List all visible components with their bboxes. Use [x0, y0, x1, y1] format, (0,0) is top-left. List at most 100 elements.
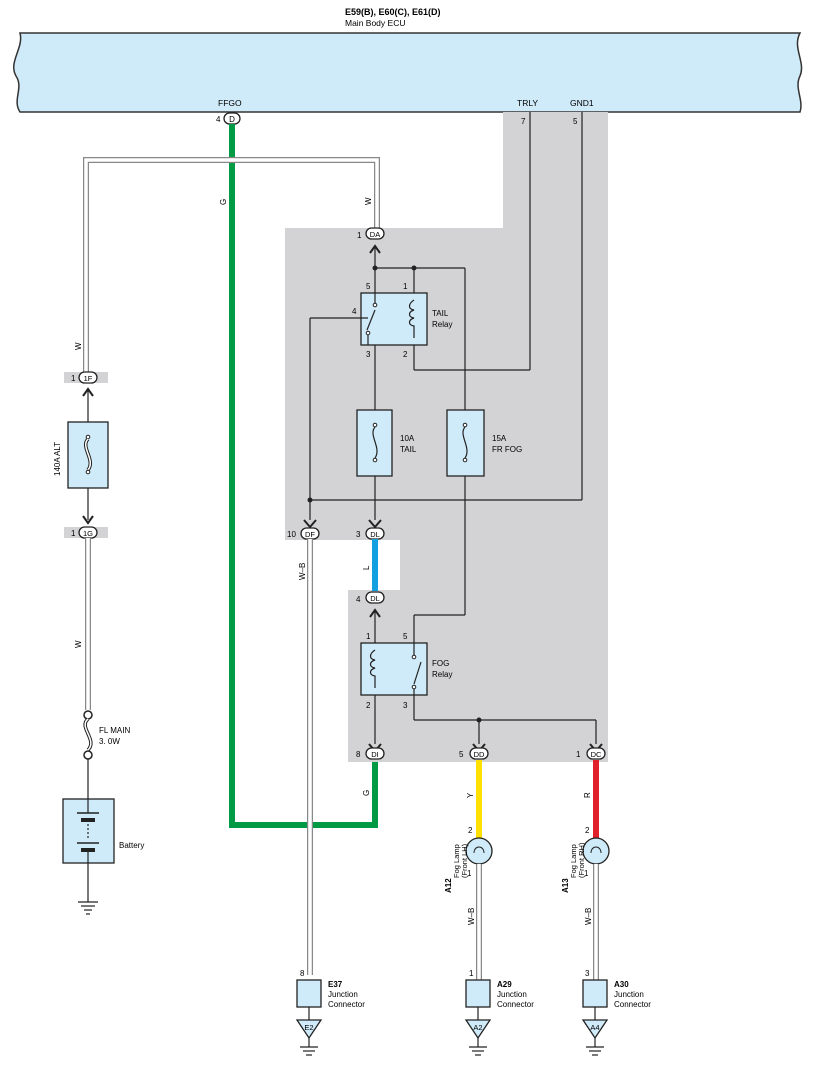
conn-dc-badge [586, 747, 606, 760]
tail-relay-pin2: 2 [403, 350, 408, 359]
svg-text:A29: A29 [497, 980, 512, 989]
conn-dd-badge [469, 747, 489, 760]
fog-relay-pin1: 1 [366, 632, 371, 641]
battery-label: Battery [119, 841, 144, 850]
fog-switch-arm [413, 661, 422, 685]
conn-df-id: DF [305, 530, 315, 539]
fog-lamp-rh-line2: (Front RH) [577, 842, 586, 878]
ecu-subtitle: Main Body ECU [345, 18, 405, 28]
svg-text:Junction: Junction [328, 990, 358, 999]
conn-df-num: 10 [287, 530, 296, 539]
tail-switch-contact [372, 302, 378, 308]
wire-label-y: Y [466, 792, 475, 798]
ecu-body [13, 32, 803, 113]
wire-label-w-b-df: W–B [298, 563, 307, 580]
svg-text:3: 3 [585, 969, 590, 978]
conn-da-num: 1 [357, 231, 362, 240]
conn-1g-num: 1 [71, 529, 76, 538]
conn-dd-id: DD [474, 750, 485, 759]
fuse-frfog-amp: 15A [492, 434, 507, 443]
tail-relay-label2: Relay [432, 320, 452, 329]
junction-a29: 1 A29 Junction Connector A2 [464, 969, 534, 1056]
conn-1f-id: 1F [84, 374, 93, 383]
wire-w-top [84, 158, 379, 372]
svg-text:Junction: Junction [614, 990, 644, 999]
tail-relay-pin5: 5 [366, 282, 371, 291]
fog-relay [360, 642, 428, 696]
svg-text:E2: E2 [304, 1023, 313, 1032]
gnd1-pin-num: 5 [573, 117, 578, 126]
fog-relay-pin3: 3 [403, 701, 408, 710]
conn-da-id: DA [370, 230, 380, 239]
fuse-tail [356, 409, 393, 477]
wire-green-ffgo [229, 124, 378, 828]
fog-lamp-rh-pin-bottom: 1 [584, 869, 589, 878]
svg-text:E37: E37 [328, 980, 343, 989]
fl-main-contact [83, 710, 93, 720]
ecu-pin-trly: TRLY [517, 98, 538, 108]
svg-text:Connector: Connector [497, 1000, 534, 1009]
svg-text:A2: A2 [473, 1023, 482, 1032]
fog-lamp-rh-id: A13 [561, 878, 570, 893]
junction-e37: 8 E37 Junction Connector E2 [295, 969, 365, 1056]
conn-dl-bottom-id: DL [370, 594, 380, 603]
svg-text:Junction: Junction [497, 990, 527, 999]
fog-lamp-lh-id: A12 [444, 878, 453, 893]
wire-label-w-top: W [364, 197, 373, 205]
conn-dl-bottom-badge [365, 591, 385, 604]
conn-1f-badge [78, 371, 98, 384]
conn-dl-top-id: DL [370, 530, 380, 539]
fog-lamp-lh-line1: Fog Lamp [452, 844, 461, 878]
fog-lamp-rh-line1: Fog Lamp [569, 844, 578, 878]
conn-dc-num: 1 [576, 750, 581, 759]
ground-symbol-a4 [581, 1019, 609, 1040]
conn-di-badge [365, 747, 385, 760]
wire-label-w-b-a13: W–B [584, 908, 593, 925]
conn-1g-id: 1G [83, 529, 93, 538]
svg-text:Connector: Connector [328, 1000, 365, 1009]
fog-relay-coil [369, 649, 376, 688]
conn-dl-top-num: 3 [356, 530, 361, 539]
junction-a30: 3 A30 Junction Connector A4 [581, 969, 651, 1056]
ecu-pin-gnd1: GND1 [570, 98, 594, 108]
conn-dc-id: DC [591, 750, 602, 759]
fog-relay-pin5: 5 [403, 632, 408, 641]
ffgo-pin-num: 4 [216, 115, 221, 124]
tail-relay-pin4: 4 [352, 307, 357, 316]
fl-main-label2: 3. 0W [99, 737, 120, 746]
fog-lamp-lh [465, 837, 493, 865]
wire-label-r: R [583, 792, 592, 798]
trly-pin-num: 7 [521, 117, 526, 126]
fuse-frfog-name: FR FOG [492, 445, 522, 454]
svg-text:8: 8 [300, 969, 305, 978]
wire-label-g-di: G [362, 790, 371, 796]
wire-label-l: L [362, 565, 371, 570]
fog-lamp-lh-line2: (Front LH) [460, 843, 469, 878]
wire-label-w-left-lower: W [74, 640, 83, 648]
conn-di-num: 8 [356, 750, 361, 759]
fog-lamp-rh-pin-top: 2 [585, 826, 590, 835]
wire-label-w-left-upper: W [74, 342, 83, 350]
fuse-tail-name: TAIL [400, 445, 417, 454]
svg-text:A4: A4 [590, 1023, 599, 1032]
conn-1f-num: 1 [71, 374, 76, 383]
fuse-alt-label: 140A ALT [53, 442, 62, 476]
ground-symbol-a2 [464, 1019, 492, 1040]
ecu-pin-ffgo: FFGO [218, 98, 242, 108]
svg-text:A30: A30 [614, 980, 629, 989]
conn-dd-num: 5 [459, 750, 464, 759]
fog-relay-pin2: 2 [366, 701, 371, 710]
fog-lamp-lh-pin-top: 2 [468, 826, 473, 835]
fog-lamp-rh [582, 837, 610, 865]
tail-switch-arm [366, 309, 376, 331]
fog-relay-label1: FOG [432, 659, 449, 668]
ground-symbol-e2 [295, 1019, 323, 1040]
tail-relay-pin1: 1 [403, 282, 408, 291]
wire-label-g-left: G [219, 199, 228, 205]
conn-da-badge [365, 227, 385, 240]
ffgo-connector-id: D [229, 115, 235, 124]
fog-lamp-lh-pin-bottom: 1 [467, 869, 472, 878]
conn-di-id: DI [371, 750, 379, 759]
tail-relay-coil [408, 299, 415, 338]
